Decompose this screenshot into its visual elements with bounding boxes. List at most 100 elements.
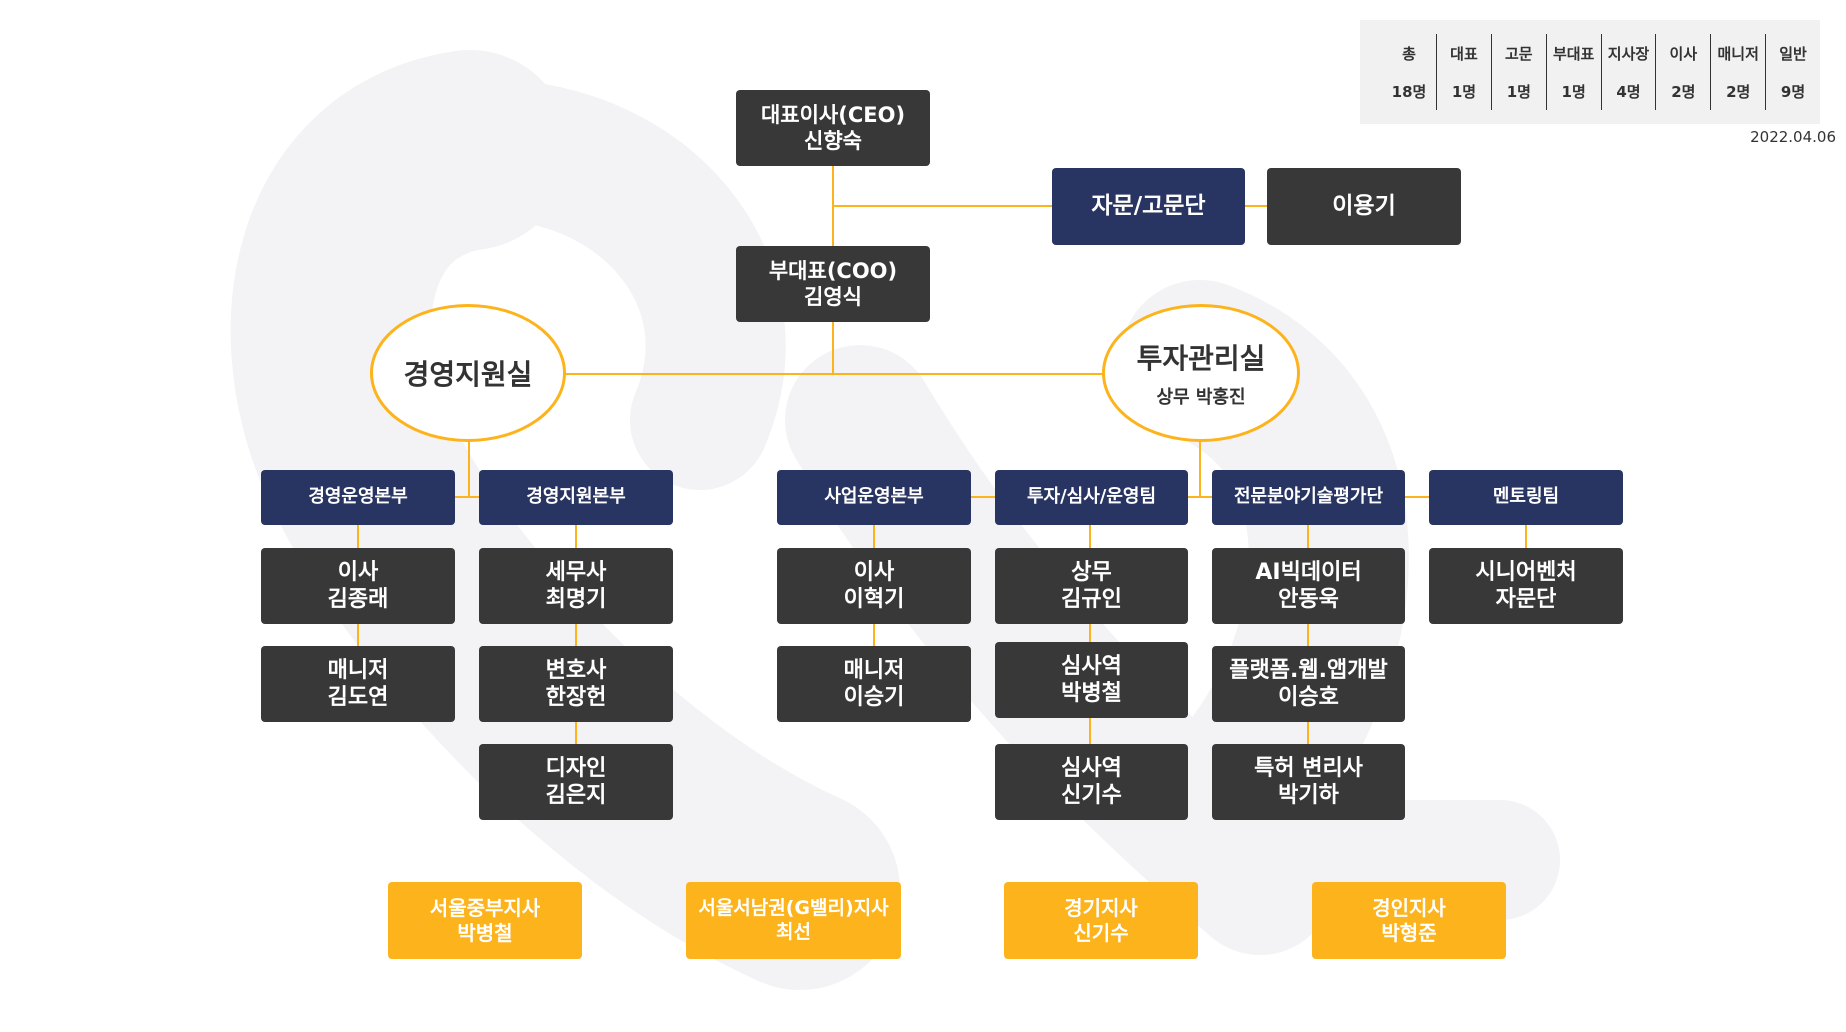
advisory-member-box: 이용기	[1267, 168, 1461, 245]
member-box: AI빅데이터 안동욱	[1212, 548, 1405, 624]
department-label: 멘토링팀	[1492, 486, 1560, 508]
branch-label: 서울서남권(G밸리)지사	[698, 896, 889, 919]
summary-value-cell: 1명	[1546, 72, 1602, 110]
member-role: 심사역	[1061, 653, 1122, 679]
summary-header-cell: 대표	[1436, 34, 1492, 72]
member-role: AI빅데이터	[1255, 559, 1362, 585]
summary-header-cell: 매니저	[1710, 34, 1767, 72]
member-role: 이사	[337, 559, 379, 585]
member-box: 플랫폼.웹.앱개발 이승호	[1212, 646, 1405, 722]
member-role: 디자인	[545, 755, 607, 781]
summary-value-cell: 18명	[1382, 72, 1438, 110]
coo-name: 김영식	[804, 285, 862, 309]
ceo-title: 대표이사(CEO)	[760, 102, 906, 127]
department-header: 경영지원본부	[479, 470, 673, 525]
branch-box: 경기지사 신기수	[1004, 882, 1198, 959]
investment-management-office: 투자관리실 상무 박홍진	[1102, 304, 1300, 442]
department-label: 경영운영본부	[308, 486, 408, 508]
summary-header-cell: 고문	[1491, 34, 1547, 72]
member-box: 상무 김규인	[995, 548, 1188, 624]
headcount-summary-table: 총 대표 고문 부대표 지사장 이사 매니저 일반 18명 1명 1명 1명 4…	[1360, 20, 1820, 124]
member-box: 시니어벤처 자문단	[1429, 548, 1623, 624]
advisory-group-box: 자문/고문단	[1052, 168, 1245, 245]
summary-value-cell: 4명	[1601, 72, 1657, 110]
member-name: 김종래	[327, 587, 389, 612]
member-role: 상무	[1071, 559, 1112, 585]
branch-head: 박병철	[457, 920, 513, 945]
advisory-member-name: 이용기	[1332, 193, 1396, 220]
branch-box: 서울중부지사 박병철	[388, 882, 582, 959]
ceo-box: 대표이사(CEO) 신향숙	[736, 90, 930, 166]
department-header: 투자/심사/운영팀	[995, 470, 1188, 525]
coo-box: 부대표(COO) 김영식	[736, 246, 930, 322]
member-name: 박기하	[1278, 783, 1339, 808]
branch-head: 신기수	[1073, 920, 1129, 945]
member-box: 디자인 김은지	[479, 744, 673, 820]
investment-office-title: 투자관리실	[1136, 342, 1266, 375]
member-name: 이혁기	[843, 587, 905, 612]
member-name: 김도연	[327, 685, 389, 710]
summary-header-cell: 일반	[1779, 44, 1807, 63]
member-name: 김은지	[545, 783, 607, 808]
summary-header-cell: 지사장	[1601, 34, 1657, 72]
department-header: 사업운영본부	[777, 470, 971, 525]
member-role: 매니저	[843, 657, 905, 683]
branch-box: 서울서남권(G밸리)지사 최선	[686, 882, 901, 959]
member-box: 세무사 최명기	[479, 548, 673, 624]
summary-header-row: 총 대표 고문 부대표 지사장 이사 매니저 일반	[1382, 34, 1820, 72]
department-label: 사업운영본부	[824, 486, 924, 508]
member-name: 이승기	[843, 685, 905, 710]
member-name: 자문단	[1495, 587, 1557, 612]
member-box: 이사 김종래	[261, 548, 455, 624]
member-box: 특허 변리사 박기하	[1212, 744, 1405, 820]
branch-label: 경인지사	[1372, 895, 1446, 920]
summary-value-cell: 9명	[1780, 82, 1806, 101]
department-label: 경영지원본부	[526, 486, 626, 508]
member-name: 최명기	[545, 587, 607, 612]
member-name: 박병철	[1061, 681, 1122, 706]
department-header: 전문분야기술평가단	[1212, 470, 1405, 525]
member-role: 시니어벤처	[1475, 559, 1577, 585]
member-name: 안동욱	[1278, 587, 1339, 612]
summary-value-cell: 2명	[1710, 72, 1767, 110]
branch-head: 박형준	[1381, 920, 1437, 945]
summary-value-cell: 1명	[1491, 72, 1547, 110]
summary-header-cell: 총	[1382, 34, 1438, 72]
member-role: 플랫폼.웹.앱개발	[1229, 657, 1388, 683]
member-name: 이승호	[1278, 685, 1339, 710]
member-role: 세무사	[545, 559, 607, 585]
member-box: 매니저 이승기	[777, 646, 971, 722]
department-label: 투자/심사/운영팀	[1026, 486, 1157, 508]
summary-header-cell: 부대표	[1546, 34, 1602, 72]
coo-title: 부대표(COO)	[768, 258, 898, 283]
summary-header-cell: 이사	[1655, 34, 1712, 72]
member-name: 한장헌	[545, 685, 607, 710]
branch-head: 최선	[776, 920, 811, 943]
member-box: 심사역 박병철	[995, 642, 1188, 718]
member-role: 매니저	[327, 657, 389, 683]
department-label: 전문분야기술평가단	[1233, 486, 1384, 508]
member-name: 신기수	[1061, 783, 1122, 808]
member-box: 심사역 신기수	[995, 744, 1188, 820]
branch-label: 경기지사	[1064, 895, 1138, 920]
ceo-name: 신향숙	[804, 129, 862, 153]
department-header: 멘토링팀	[1429, 470, 1623, 525]
member-role: 변호사	[545, 657, 607, 683]
member-role: 특허 변리사	[1254, 755, 1363, 781]
member-box: 변호사 한장헌	[479, 646, 673, 722]
summary-value-cell: 2명	[1655, 72, 1712, 110]
management-office-title: 경영지원실	[403, 358, 533, 391]
member-box: 이사 이혁기	[777, 548, 971, 624]
department-header: 경영운영본부	[261, 470, 455, 525]
member-box: 매니저 김도연	[261, 646, 455, 722]
advisory-label: 자문/고문단	[1091, 193, 1206, 220]
investment-office-head: 상무 박홍진	[1156, 387, 1246, 408]
summary-value-cell: 1명	[1436, 72, 1492, 110]
branch-box: 경인지사 박형준	[1312, 882, 1506, 959]
branch-label: 서울중부지사	[429, 895, 541, 920]
summary-value-row: 18명 1명 1명 1명 4명 2명 2명 9명	[1382, 72, 1820, 110]
chart-date: 2022.04.06	[1750, 128, 1836, 146]
member-name: 김규인	[1061, 587, 1122, 612]
management-support-office: 경영지원실	[370, 304, 566, 442]
